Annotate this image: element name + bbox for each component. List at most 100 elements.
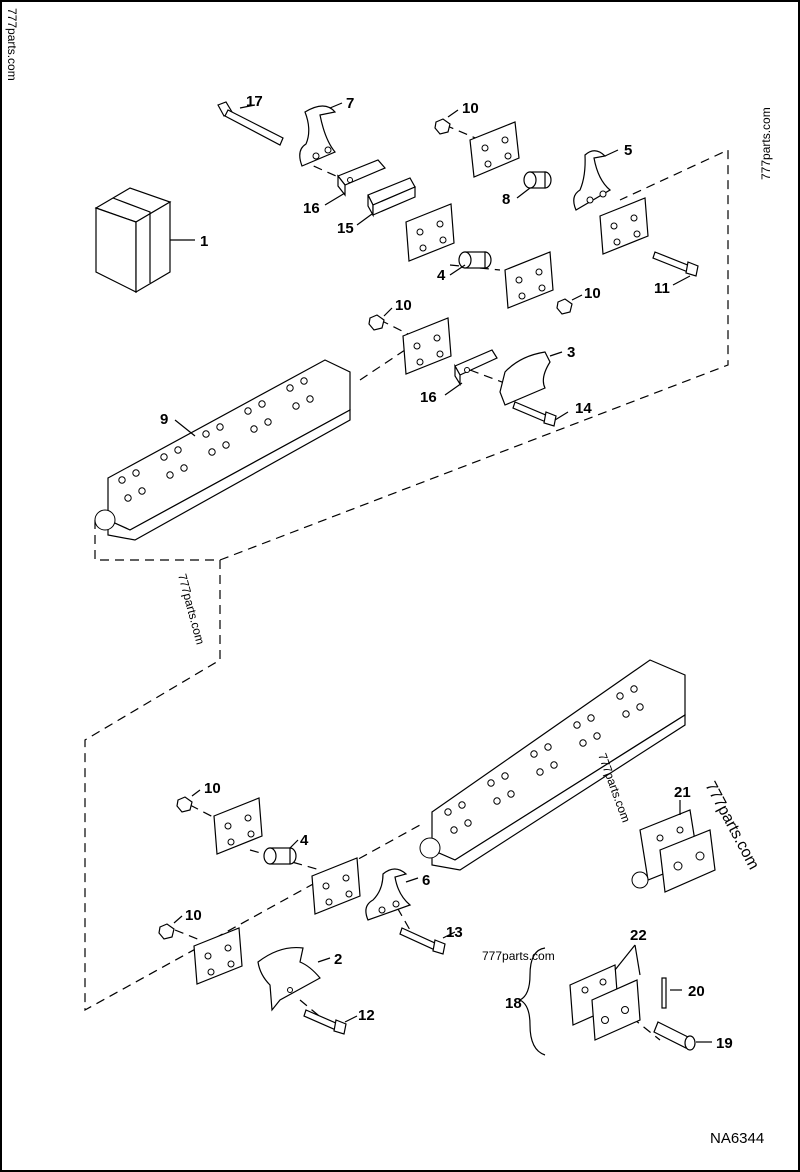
part-5-bracket <box>573 149 619 211</box>
part-15-block <box>356 177 416 226</box>
callout-6: 6 <box>422 872 430 889</box>
chain-pin-hole <box>306 395 314 403</box>
callout-1: 1 <box>200 233 208 250</box>
part-10-nut-lower-2 <box>158 915 183 940</box>
chain-pin-hole <box>622 710 630 718</box>
part-4-spacer-top <box>449 251 492 276</box>
part-13-bolt <box>399 927 456 955</box>
part-9-chain-top <box>94 359 351 541</box>
callout-18: 18 <box>505 995 522 1012</box>
chain-pin-hole <box>258 400 266 408</box>
chain-pin-hole <box>292 402 300 410</box>
part-16-plate-mid <box>444 349 498 396</box>
chain-pin-hole <box>300 377 308 385</box>
part-9-chain-lower <box>419 659 686 871</box>
chain-pin-hole <box>573 721 581 729</box>
part-10-nut-lower-1 <box>176 789 201 813</box>
watermark-left: 777parts.com <box>5 8 19 81</box>
chain-pin-hole <box>118 476 126 484</box>
callout-3: 3 <box>567 344 575 361</box>
part-19-pin <box>653 1021 712 1051</box>
chain-pin-hole <box>202 430 210 438</box>
chain-pin-hole <box>138 487 146 495</box>
chain-pin-hole <box>579 739 587 747</box>
upper-assembly-outline <box>94 149 729 561</box>
chain-pin-hole <box>250 425 258 433</box>
chain-pin-hole <box>630 685 638 693</box>
chain-pin-hole <box>587 714 595 722</box>
chain-pin-hole <box>507 790 515 798</box>
callout-22: 22 <box>630 927 647 944</box>
chain-pin-hole <box>616 692 624 700</box>
watermark-kit: 777parts.com <box>482 949 555 963</box>
chain-pin-hole <box>180 464 188 472</box>
callout-10-top: 10 <box>462 100 479 117</box>
callout-11: 11 <box>654 280 670 297</box>
callout-8: 8 <box>502 191 510 208</box>
callout-16-top: 16 <box>303 200 320 217</box>
part-link-plate-lower-left <box>213 797 263 855</box>
part-4-spacer-lower <box>263 839 299 865</box>
part-link-plate-lower-right <box>504 251 554 309</box>
part-21-link-pair <box>631 800 716 893</box>
chain-pin-hole <box>166 471 174 479</box>
part-6-bracket <box>365 868 419 921</box>
part-12-bolt <box>303 1009 358 1035</box>
lower-assembly-outline <box>84 560 421 1012</box>
callout-21: 21 <box>674 784 691 801</box>
part-18-kit-bracket <box>518 947 546 1056</box>
part-22-link-plates <box>569 944 641 1041</box>
chain-pin-hole <box>450 826 458 834</box>
chain-pin-hole <box>550 761 558 769</box>
chain-pin-hole <box>487 779 495 787</box>
chain-pin-hole <box>124 494 132 502</box>
callout-4-top: 4 <box>437 267 446 284</box>
watermark-right: 777parts.com <box>759 107 773 180</box>
chain-pin-hole <box>536 768 544 776</box>
chain-pin-hole <box>132 469 140 477</box>
chain-pin-hole <box>174 446 182 454</box>
watermark-middle: 777parts.com <box>175 572 207 646</box>
part-20-cotter-pin <box>661 977 682 1009</box>
part-11-bolt <box>652 251 699 286</box>
drawing-code: NA6344 <box>710 1130 764 1147</box>
callout-10-right: 10 <box>584 285 601 302</box>
callout-13: 13 <box>446 924 463 941</box>
callout-4-lower: 4 <box>300 832 309 849</box>
part-10-nut-mid <box>368 307 393 331</box>
part-link-plate-right <box>599 197 649 255</box>
chain-pin-hole <box>493 797 501 805</box>
callout-2: 2 <box>334 951 342 968</box>
callout-19: 19 <box>716 1035 733 1052</box>
chain-pin-hole <box>464 819 472 827</box>
chain-pin-hole <box>160 453 168 461</box>
chain-pin-hole <box>593 732 601 740</box>
callout-14: 14 <box>575 400 592 417</box>
axis-line <box>444 124 481 141</box>
part-2-guide <box>257 946 331 1012</box>
part-link-plate-lower-bottom <box>193 927 243 985</box>
callout-15: 15 <box>337 220 354 237</box>
part-17-bolt <box>217 101 284 146</box>
part-link-plate-top-right <box>469 121 520 178</box>
chain-pin-hole <box>530 750 538 758</box>
chain-pin-hole <box>208 448 216 456</box>
chain-pin-hole <box>216 423 224 431</box>
part-7-bracket <box>299 102 343 167</box>
part-10-nut-right <box>556 294 583 315</box>
part-link-plate-center <box>405 203 455 262</box>
axis-line <box>189 804 216 819</box>
callout-20: 20 <box>688 983 705 1000</box>
axis-line <box>449 264 501 271</box>
chain-pin-hole <box>458 801 466 809</box>
part-8-spacer <box>516 171 552 199</box>
part-1-box <box>94 187 195 294</box>
part-3-guide <box>499 351 563 406</box>
part-16-plate-top <box>324 159 386 206</box>
part-link-plate-lower-center <box>311 857 361 915</box>
callout-7: 7 <box>346 95 354 112</box>
chain-pin-hole <box>544 743 552 751</box>
part-14-bolt <box>512 401 569 427</box>
